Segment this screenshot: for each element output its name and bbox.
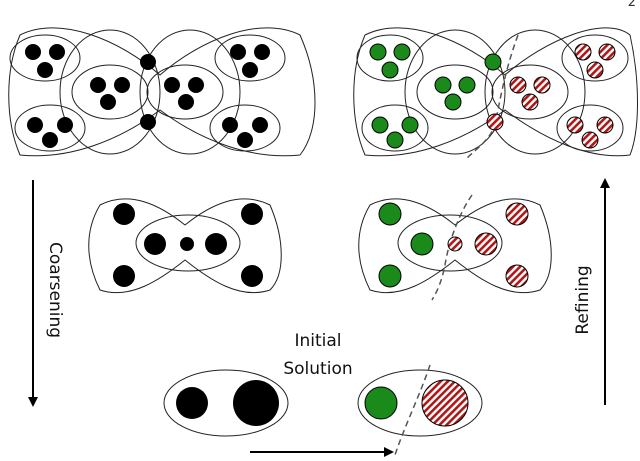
- refined-green-nodes: [369, 43, 502, 149]
- page-number: 2: [628, 0, 636, 10]
- coarsening-label: Coarsening: [45, 242, 65, 338]
- original-graph: [8, 27, 316, 157]
- mid-refined-graph: [358, 198, 552, 294]
- initial-solution-label-line1: Initial: [294, 331, 341, 351]
- mid-green-nodes: [378, 202, 434, 288]
- initial-partition: [357, 364, 483, 456]
- coarsened-nodes: [113, 203, 263, 287]
- mid-cut-line: [431, 194, 473, 301]
- refined-red-nodes: [486, 43, 616, 149]
- initial-solution-label-line2: Solution: [283, 359, 352, 379]
- mid-red-nodes: [447, 202, 529, 288]
- coarsest-graph: [163, 369, 289, 437]
- coarsened-graph: [88, 198, 282, 294]
- original-nodes: [25, 44, 270, 148]
- refining-label: Refining: [573, 265, 593, 334]
